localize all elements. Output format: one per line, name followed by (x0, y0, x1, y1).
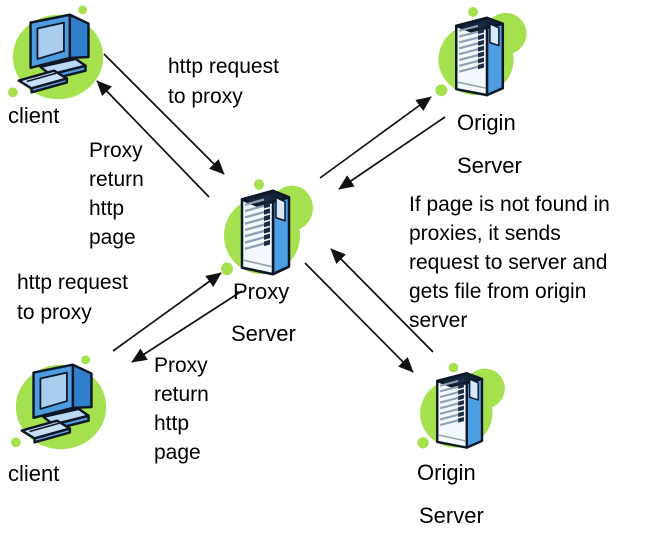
arrow-client-top-to-proxy (103, 53, 225, 175)
annotation-proxy-return-top: Proxy return http page (89, 139, 144, 249)
client-computer-icon (4, 2, 116, 108)
origin-top-label-line2: Server (457, 153, 522, 178)
proxy-label-line2: Server (231, 321, 296, 346)
origin-top-label-line1: Origin (457, 110, 516, 135)
origin-bottom-label-line1: Origin (417, 460, 476, 485)
arrow-proxy-to-client-bottom (131, 290, 243, 363)
origin-server-bottom-icon (412, 360, 512, 460)
annotation-http-request-bottom: http request to proxy (17, 271, 128, 324)
origin-bottom-label-line2: Server (419, 503, 484, 528)
annotation-http-request-top: http request to proxy (168, 55, 279, 108)
arrow-origin-bottom-to-proxy (330, 248, 434, 353)
origin-server-top-icon (432, 4, 532, 108)
arrow-proxy-to-origin-bottom (304, 262, 414, 373)
client-bottom-label: client (8, 461, 60, 486)
arrow-client-bottom-to-proxy (112, 272, 222, 352)
arrow-proxy-to-client-top (96, 80, 210, 198)
proxy-label-line1: Proxy (233, 279, 290, 304)
client-computer-bottom-icon (8, 350, 118, 460)
proxy-server-icon (218, 176, 318, 288)
annotation-proxy-return-bottom: Proxy return http page (154, 354, 209, 464)
arrow-proxy-to-origin-top (319, 96, 432, 179)
client-top-label: client (8, 103, 60, 128)
arrow-origin-top-to-proxy (338, 116, 446, 190)
annotation-cache-miss-note: If page is not found in proxies, it send… (409, 193, 610, 332)
